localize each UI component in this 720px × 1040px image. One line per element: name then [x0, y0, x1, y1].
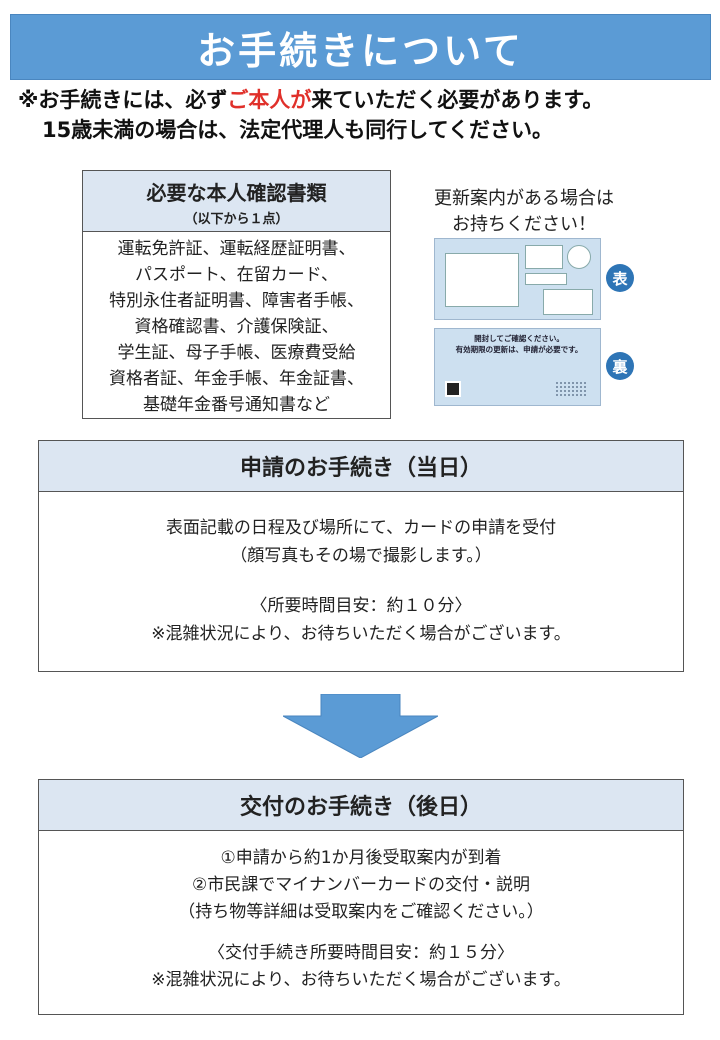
id-documents-line: 特別永住者証明書、障害者手帳、 [109, 291, 364, 311]
id-documents-header: 必要な本人確認書類 （以下から１点） [82, 170, 391, 232]
seal-icon [567, 245, 591, 269]
notice-line-2: 15歳未満の場合は、法定代理人も同行してください。 [42, 118, 553, 142]
application-note: ※混雑状況により、お待ちいただく場合がございます。 [151, 624, 571, 644]
card-label-panel [525, 245, 563, 269]
renewal-card-back: 開封してご確認ください。 有効期限の更新は、申請が必要です。 [434, 328, 601, 406]
delivery-line-3: （持ち物等詳細は受取案内をご確認ください。） [178, 902, 544, 922]
application-line-2: （顔写真もその場で撮影します。） [230, 546, 492, 566]
delivery-time: 〈交付手続き所要時間目安：約１５分〉 [208, 943, 514, 963]
id-documents-line: パスポート、在留カード、 [135, 265, 338, 285]
application-body: 表面記載の日程及び場所にて、カードの申請を受付 （顔写真もその場で撮影します。）… [38, 491, 684, 672]
id-documents-line: 基礎年金番号通知書など [143, 395, 330, 415]
renewal-card-front [434, 238, 601, 320]
renewal-notice-image: 表 開封してご確認ください。 有効期限の更新は、申請が必要です。 裏 [434, 238, 634, 408]
delivery-line-1: ①申請から約1か月後受取案内が到着 [220, 848, 502, 868]
back-card-text: 開封してご確認ください。 有効期限の更新は、申請が必要です。 [445, 333, 593, 355]
delivery-line-2: ②市民課でマイナンバーカードの交付・説明 [192, 875, 530, 895]
dot-pattern [555, 381, 587, 397]
back-badge: 裏 [606, 352, 634, 380]
notice-line-1: ※お手続きには、必ずご本人が来ていただく必要があります。 [18, 84, 603, 114]
renewal-note: 更新案内がある場合は お持ちください！ [414, 186, 634, 238]
page-title: お手続きについて [197, 28, 524, 73]
application-time: 〈所要時間目安：約１０分〉 [250, 596, 472, 616]
id-documents-line: 学生証、母子手帳、医療費受給 [117, 343, 356, 363]
title-banner: お手続きについて [10, 14, 711, 80]
notice-text-post: 来ていただく必要があります。 [311, 88, 604, 112]
sender-panel [543, 289, 593, 315]
spacer [39, 570, 683, 592]
qr-icon [445, 381, 461, 397]
tag-panel [525, 273, 567, 285]
address-panel [445, 253, 519, 307]
application-header: 申請のお手続き（当日） [38, 440, 684, 492]
delivery-header: 交付のお手続き（後日） [38, 779, 684, 831]
down-arrow-icon [283, 694, 438, 758]
id-documents-line: 資格確認書、介護保険証、 [134, 317, 339, 337]
back-card-text-line-1: 開封してご確認ください。 [474, 334, 564, 343]
back-card-text-line-2: 有効期限の更新は、申請が必要です。 [455, 345, 583, 354]
front-badge: 表 [606, 264, 634, 292]
id-documents-line: 運転免許証、運転経歴証明書、 [117, 239, 356, 259]
notice-emphasis: ご本人が [227, 88, 312, 112]
id-documents-line: 資格者証、年金手帳、年金証書、 [109, 369, 364, 389]
spacer [39, 926, 683, 940]
renewal-note-line-1: 更新案内がある場合は [434, 188, 614, 209]
id-documents-subheading: （以下から１点） [184, 212, 289, 227]
notice-text-pre: ※お手続きには、必ず [18, 88, 228, 112]
delivery-body: ①申請から約1か月後受取案内が到着 ②市民課でマイナンバーカードの交付・説明 （… [38, 830, 684, 1015]
id-documents-list: 運転免許証、運転経歴証明書、 パスポート、在留カード、 特別永住者証明書、障害者… [82, 231, 391, 419]
application-line-1: 表面記載の日程及び場所にて、カードの申請を受付 [165, 518, 557, 538]
renewal-note-line-2: お持ちください！ [452, 214, 596, 235]
delivery-note: ※混雑状況により、お待ちいただく場合がございます。 [151, 970, 571, 990]
id-documents-heading: 必要な本人確認書類 [146, 181, 327, 205]
